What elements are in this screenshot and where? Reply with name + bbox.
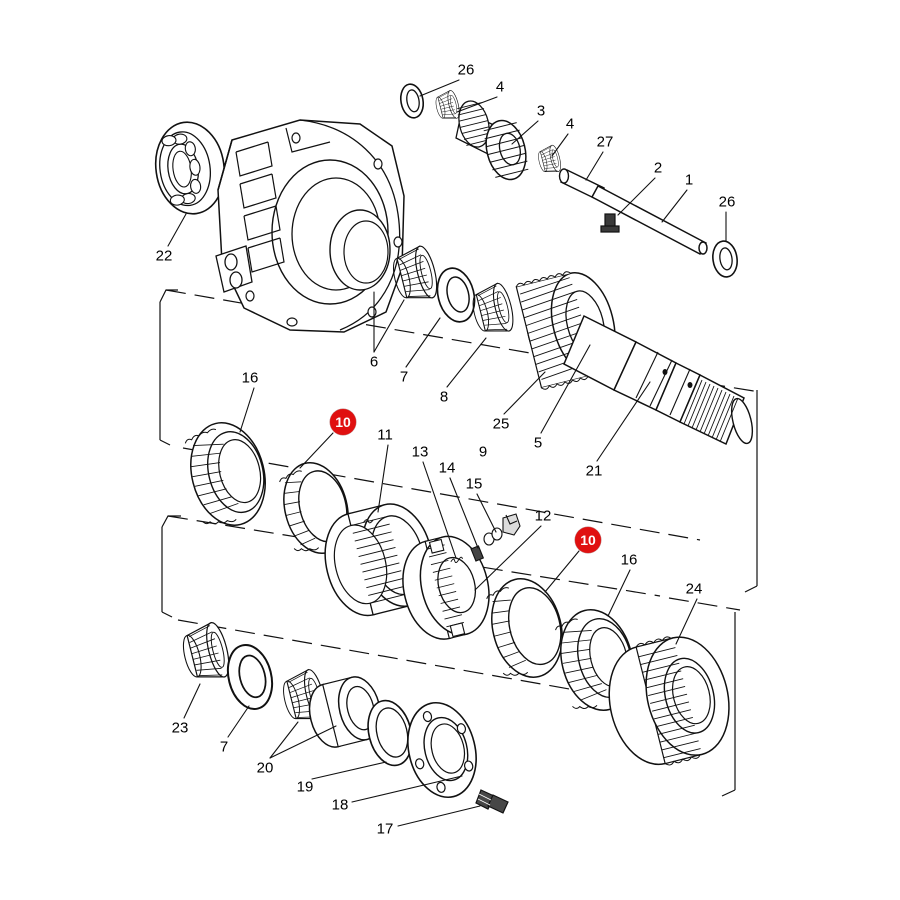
callout-number-4: 4: [495, 78, 505, 96]
callout-number-16: 16: [241, 369, 259, 387]
part-2-bolt: [600, 213, 620, 233]
callout-number-26: 26: [718, 193, 736, 211]
callout-number-7: 7: [219, 738, 229, 756]
part-4-roller-bearing-a: [433, 89, 462, 123]
callout-number-4: 4: [565, 115, 575, 133]
callout-number-25: 25: [492, 415, 510, 433]
part-4-roller-bearing-b: [535, 143, 564, 176]
callout-number-15: 15: [465, 475, 483, 493]
part-transmission-housing: [215, 119, 405, 333]
callout-number-11: 11: [377, 426, 393, 444]
part-18-retainer-flange: [407, 701, 477, 799]
highlight-badge-10[interactable]: 10: [330, 409, 356, 435]
callout-number-24: 24: [685, 580, 703, 598]
part-10-synchronizer-ring-right: [486, 578, 563, 678]
callout-number-9: 9: [478, 443, 488, 461]
callout-number-23: 23: [171, 719, 189, 737]
part-12-13-synchro-hub: [402, 535, 490, 640]
callout-number-7: 7: [399, 368, 409, 386]
part-19-shim-ring: [367, 699, 413, 767]
part-24-output-gear: [608, 636, 730, 766]
callout-number-6: 6: [369, 353, 379, 371]
callout-number-14: 14: [438, 459, 456, 477]
part-7-thrust-washer: [431, 263, 481, 327]
part-26-seal-ring-right: [712, 240, 738, 278]
callout-number-12: 12: [534, 507, 552, 525]
part-23-needle-bearing: [177, 619, 234, 686]
callout-number-1: 1: [684, 171, 694, 189]
callout-number-22: 22: [155, 247, 173, 265]
part-17-screw: [475, 789, 509, 814]
part-15-detent-ball-key: [483, 513, 521, 546]
callout-number-27: 27: [596, 133, 614, 151]
callout-number-13: 13: [411, 443, 429, 461]
callout-number-21: 21: [585, 462, 603, 480]
part-14-detent-spring: [470, 545, 485, 562]
part-26-seal-ring-top: [399, 83, 425, 119]
callout-number-16: 16: [620, 551, 638, 569]
callout-number-19: 19: [296, 778, 314, 796]
callout-number-8: 8: [439, 388, 449, 406]
callout-number-2: 2: [653, 159, 663, 177]
part-16-blocker-ring-left: [184, 422, 266, 526]
part-7-thrust-washer-bottom: [220, 639, 280, 715]
part-1-shaft-rod: [590, 184, 708, 256]
callout-number-5: 5: [533, 434, 543, 452]
callout-number-20: 20: [256, 759, 274, 777]
callout-number-17: 17: [376, 820, 394, 838]
callout-number-18: 18: [331, 796, 349, 814]
part-5-21-mainshaft: [563, 314, 754, 446]
part-3-input-shaft-gear: [455, 100, 529, 181]
highlight-badge-10[interactable]: 10: [575, 527, 601, 553]
leader-lines: [167, 79, 727, 827]
callout-number-3: 3: [536, 102, 546, 120]
callout-number-26: 26: [457, 61, 475, 79]
